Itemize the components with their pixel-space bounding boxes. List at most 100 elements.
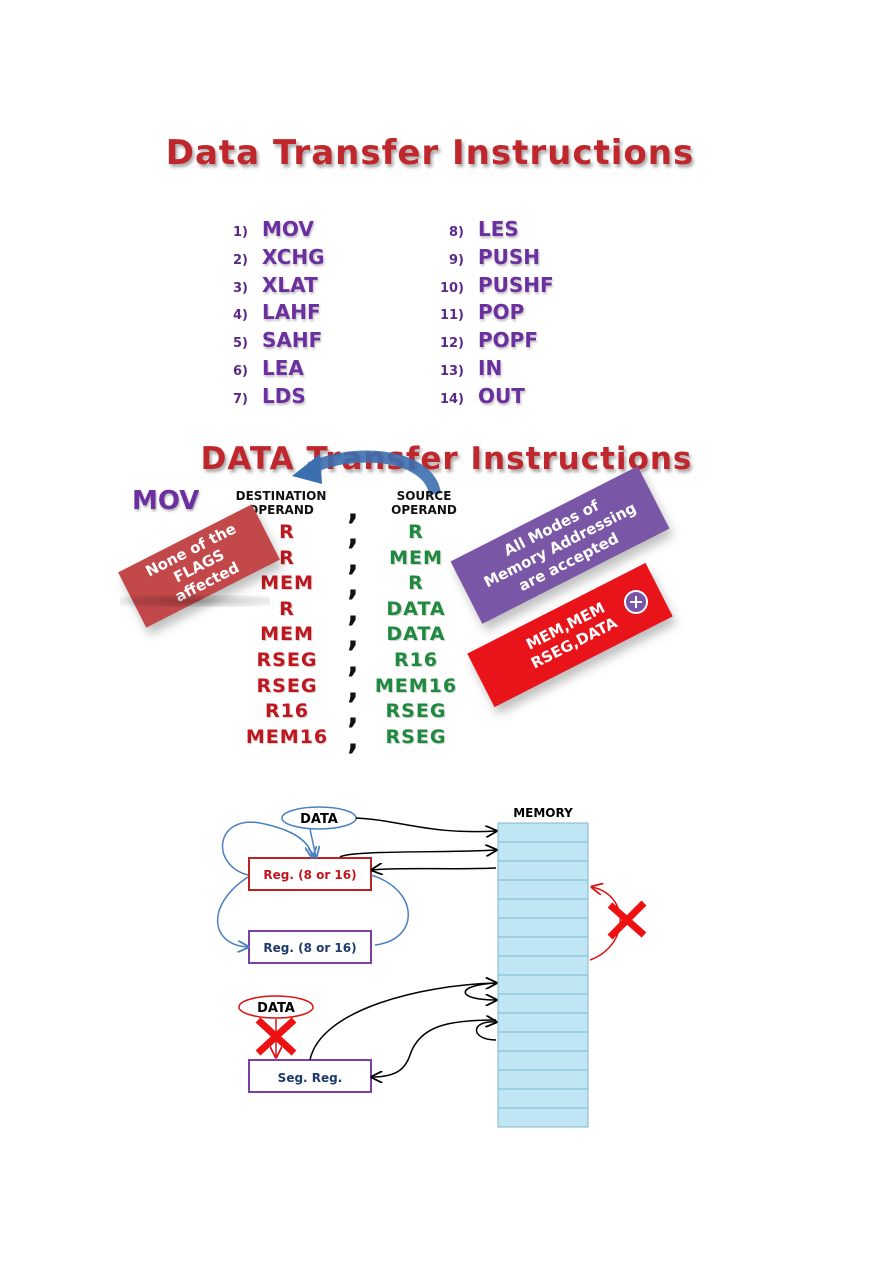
- instruction-item: 9) PUSH: [438, 245, 540, 271]
- instruction-item: 1) MOV: [222, 217, 314, 243]
- destination-operand: R16: [264, 700, 310, 723]
- instruction-item: 4) LAHF: [222, 300, 321, 326]
- instruction-item: 11)POP: [438, 300, 524, 326]
- source-operand: R: [408, 572, 424, 595]
- instruction-number: 9): [449, 252, 464, 268]
- instruction-name: SAHF: [262, 328, 323, 353]
- operand-separator: ,: [347, 696, 359, 732]
- memory-cell: [497, 860, 589, 881]
- destination-operand: RSEG: [256, 674, 318, 697]
- instruction-number: 6): [233, 364, 248, 379]
- segment-register-label: Seg. Reg.: [278, 1071, 343, 1085]
- memory-cell: [497, 993, 589, 1014]
- memory-label: MEMORY: [513, 806, 573, 820]
- destination-operand: MEM: [260, 623, 314, 646]
- memory-cell: [497, 841, 589, 862]
- memory-cell: [497, 917, 589, 938]
- instruction-item: 5) SAHF: [222, 328, 322, 354]
- register-bottom-box: [248, 930, 372, 964]
- operand-separator: ,: [347, 645, 359, 680]
- instruction-item: 13)IN: [438, 356, 502, 382]
- instruction-name: POP: [478, 300, 525, 325]
- instruction-number: 2): [233, 252, 248, 268]
- instruction-name: XLAT: [262, 272, 318, 297]
- instruction-number: 10): [439, 280, 464, 296]
- instruction-name: LES: [478, 217, 519, 241]
- data-source-bottom-label: DATA: [257, 1001, 295, 1016]
- destination-operand: R: [279, 597, 295, 620]
- dest-header-line2: OPERAND: [248, 503, 314, 517]
- instruction-name: PUSH: [478, 244, 541, 269]
- segment-register-box: [248, 1059, 372, 1093]
- instruction-number: 3): [233, 280, 248, 296]
- operand-separator: ,: [347, 568, 359, 604]
- instruction-item: 10) PUSHF: [438, 273, 554, 299]
- instruction-item: 3) XLAT: [222, 273, 318, 299]
- destination-operand-header: DESTINATION OPERAND: [214, 489, 348, 517]
- instruction-number: 13): [439, 364, 464, 379]
- source-operand: RSEG: [385, 725, 447, 748]
- source-operand: R: [408, 521, 424, 543]
- instruction-name: LEA: [262, 356, 304, 380]
- instruction-number: 4): [233, 308, 248, 324]
- source-operand: MEM: [389, 546, 443, 569]
- operand-separator: ,: [347, 670, 359, 706]
- instruction-number: 12): [439, 336, 464, 352]
- memory-cell: [497, 955, 589, 976]
- instruction-item: 7) LDS: [222, 384, 306, 410]
- src-header-line1: SOURCE: [396, 489, 452, 503]
- register-top-label: Reg. (8 or 16): [263, 868, 356, 882]
- source-operand: DATA: [386, 623, 446, 646]
- memory-column: [497, 822, 589, 1128]
- page-title: Data Transfer Instructions: [165, 133, 695, 173]
- instruction-number: 7): [233, 391, 248, 407]
- destination-operand: R: [279, 546, 295, 569]
- instruction-name: PUSHF: [478, 272, 554, 297]
- instruction-name: MOV: [262, 217, 314, 241]
- destination-operand: R: [279, 521, 295, 543]
- source-operand: DATA: [386, 597, 446, 620]
- operand-separator: ,: [347, 721, 359, 757]
- memory-cell: [497, 1031, 589, 1052]
- swap-arrow-icon: [292, 450, 441, 496]
- memory-cell: [497, 1088, 589, 1109]
- memory-cell: [497, 898, 589, 919]
- instruction-item: 8) LES: [438, 217, 519, 243]
- instruction-name: LAHF: [262, 300, 321, 325]
- instruction-name: LDS: [262, 383, 306, 408]
- dest-header-line1: DESTINATION: [235, 489, 327, 503]
- operand-separator: ,: [347, 542, 359, 578]
- instruction-number: 5): [233, 336, 248, 352]
- header-comma: ,: [347, 492, 359, 527]
- memory-cell: [497, 1107, 589, 1128]
- flags-banner-shadow: [120, 595, 270, 607]
- instruction-name: OUT: [478, 383, 525, 408]
- src-header-line2: OPERAND: [391, 503, 457, 517]
- memory-cell: [497, 879, 589, 900]
- data-source-top-label: DATA: [300, 812, 338, 827]
- instruction-item: 12) POPF: [438, 328, 538, 354]
- source-operand: MEM16: [374, 674, 458, 697]
- instruction-name: XCHG: [262, 244, 325, 269]
- transfer-diagram: MEMORY DATA Reg. (8 or 16) Reg. (8 or 16…: [216, 806, 647, 1128]
- destination-operand: MEM16: [245, 725, 329, 748]
- mov-label: MOV: [132, 486, 200, 516]
- operand-separator: ,: [347, 619, 359, 655]
- instruction-number: 1): [233, 225, 248, 240]
- instruction-number: 8): [449, 225, 464, 240]
- memory-cell: [497, 936, 589, 957]
- operand-separator: ,: [347, 517, 359, 552]
- operand-separator: ,: [347, 593, 359, 629]
- register-bottom-label: Reg. (8 or 16): [263, 941, 356, 955]
- instruction-item: 14)OUT: [438, 384, 525, 410]
- section-title: DATA Transfer Instructions: [200, 441, 693, 477]
- source-operand: RSEG: [385, 700, 447, 723]
- source-operand: R16: [393, 649, 439, 671]
- memory-cell: [497, 974, 589, 995]
- instruction-name: POPF: [478, 328, 538, 353]
- instruction-item: 6) LEA: [222, 356, 304, 382]
- memory-cell: [497, 1012, 589, 1033]
- source-operand-header: SOURCE OPERAND: [370, 489, 478, 517]
- data-source-bottom: [238, 995, 314, 1019]
- memory-cell: [497, 1050, 589, 1071]
